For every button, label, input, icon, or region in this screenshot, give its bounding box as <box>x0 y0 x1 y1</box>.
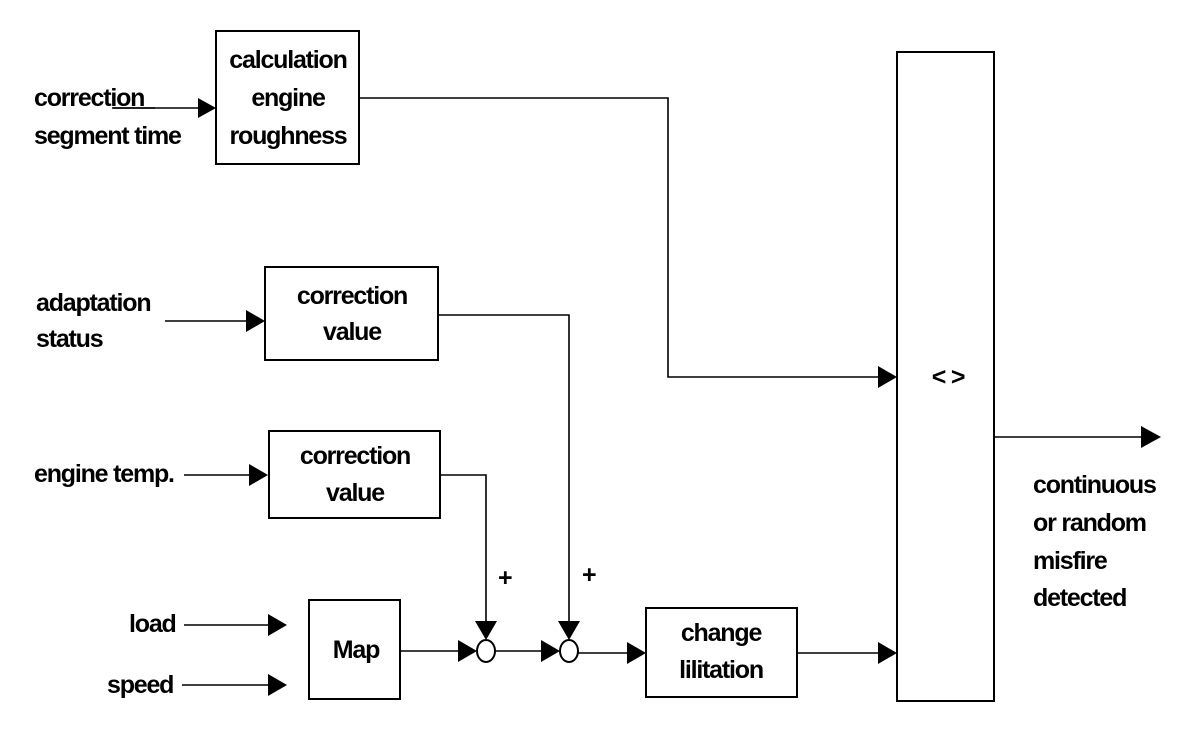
map-label: Map <box>333 636 380 664</box>
correction-value-adaptation-block <box>264 266 439 361</box>
arrowhead-engine-temp <box>249 464 268 486</box>
wire-correction-temp-to-junction-1 <box>440 474 487 625</box>
summing-junction-1 <box>476 639 496 663</box>
calc-engine-roughness-line-3: roughness <box>230 122 347 150</box>
correction-value-temp-line-2: value <box>326 479 385 507</box>
wire-correction-adaptation-to-junction-2 <box>438 314 570 625</box>
input-status-label: status <box>36 325 103 353</box>
arrowhead-map-junction-1 <box>458 640 477 662</box>
calc-engine-roughness-line-1: calculation <box>229 46 346 74</box>
arrowhead-adaptation <box>246 310 265 332</box>
plus-sign-junction-1: + <box>498 564 512 592</box>
calc-engine-roughness-block <box>215 30 360 165</box>
arrowhead-output <box>1141 426 1161 448</box>
arrowhead-segment-time <box>198 98 216 118</box>
change-limitation-line-1: change <box>681 619 763 647</box>
calc-engine-roughness-line-2: engine <box>251 84 326 112</box>
arrowhead-junction-1-top <box>475 621 497 640</box>
input-load-label: load <box>129 610 176 638</box>
arrowhead-roughness-comparator <box>878 366 897 388</box>
wire-roughness-to-comparator <box>359 97 880 378</box>
arrowhead-junction-2-top <box>558 621 580 640</box>
arrowhead-change-limitation <box>627 642 646 664</box>
arrowhead-change-limitation-comparator <box>878 642 897 664</box>
correction-value-temp-line-1: correction <box>300 442 410 470</box>
arrowhead-junction-2-left <box>541 640 560 662</box>
correction-value-adaptation-line-2: value <box>323 318 382 346</box>
output-line-3: misfire <box>1033 547 1108 575</box>
output-line-2: or random <box>1033 509 1146 537</box>
comparator-block <box>896 51 995 702</box>
change-limitation-line-2: lilitation <box>679 656 763 684</box>
plus-sign-junction-2: + <box>582 561 596 589</box>
map-block <box>308 599 401 700</box>
arrowhead-speed <box>268 674 287 696</box>
output-line-1: continuous <box>1033 471 1156 499</box>
output-line-4: detected <box>1033 584 1126 612</box>
correction-value-adaptation-line-1: correction <box>297 282 407 310</box>
comparator-label: < > <box>932 363 965 391</box>
arrowhead-load <box>268 614 287 636</box>
summing-junction-2 <box>559 639 579 663</box>
input-speed-label: speed <box>107 671 173 699</box>
input-engine-temp-label: engine temp. <box>34 460 174 488</box>
input-segment-time-label: segment time <box>34 122 182 150</box>
input-adaptation-label: adaptation <box>36 289 150 317</box>
correction-value-temp-block <box>268 430 441 519</box>
